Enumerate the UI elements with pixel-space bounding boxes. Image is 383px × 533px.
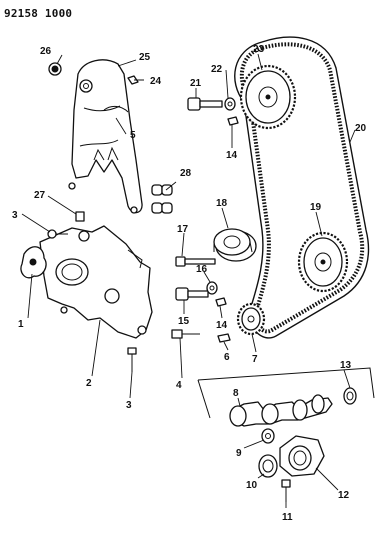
washer-22	[224, 97, 236, 111]
cam-sprocket-19	[297, 231, 349, 293]
bolt-3-lower	[127, 347, 137, 372]
crank-sprocket-7	[236, 302, 266, 336]
callout-13: 13	[340, 360, 352, 371]
callout-14-upper: 14	[226, 150, 238, 161]
callout-16: 16	[196, 264, 208, 275]
callout-labels: 26 25 24 5 27 3 1 2 3 4 28 23 22 21 14 2…	[12, 44, 367, 523]
washer-9	[261, 428, 275, 444]
intermediate-shaft-8	[229, 394, 333, 427]
lower-timing-cover	[39, 225, 153, 339]
washer-16	[206, 281, 218, 295]
callout-28: 28	[180, 168, 192, 179]
key-6	[217, 333, 231, 343]
key-14-lower	[215, 297, 227, 307]
intermediate-shaft-box	[197, 367, 375, 419]
callout-2: 2	[86, 378, 92, 389]
callout-24: 24	[150, 76, 162, 87]
callout-3-upper: 3	[12, 210, 18, 221]
callout-10: 10	[246, 480, 258, 491]
callout-27: 27	[34, 190, 46, 201]
callout-21: 21	[190, 78, 202, 89]
bolt-15	[175, 287, 209, 301]
clip-24	[127, 75, 144, 85]
callout-22: 22	[211, 64, 223, 75]
leader-lines	[21, 53, 356, 508]
callout-23: 23	[253, 44, 265, 55]
callout-19: 19	[310, 202, 322, 213]
cam-sprocket-23	[239, 64, 297, 130]
callout-25: 25	[139, 52, 151, 63]
callout-15: 15	[178, 316, 190, 327]
retainer-12	[279, 435, 325, 477]
callout-1: 1	[18, 319, 24, 330]
bolt-17	[175, 256, 216, 267]
callout-12: 12	[338, 490, 350, 501]
callout-20: 20	[355, 123, 367, 134]
crank-plate-1	[20, 246, 47, 279]
bolt-11	[281, 479, 291, 502]
callout-6: 6	[224, 352, 230, 363]
key-14-upper	[227, 116, 239, 126]
bolt-27	[75, 211, 85, 222]
bolt-21	[187, 97, 223, 111]
tensioner-18	[213, 228, 257, 262]
seal-13	[343, 387, 357, 405]
callout-14-lower: 14	[216, 320, 228, 331]
callout-17: 17	[177, 224, 189, 235]
seal-strip-5	[103, 105, 129, 113]
bolt-4	[171, 329, 200, 339]
callout-9: 9	[236, 448, 242, 459]
callout-26: 26	[40, 46, 52, 57]
diagram-id: 92158 1000	[4, 7, 73, 20]
upper-timing-cover	[68, 59, 143, 214]
callout-3-lower: 3	[126, 400, 132, 411]
callout-4: 4	[176, 380, 182, 391]
callout-11: 11	[282, 512, 293, 523]
spacers-28	[151, 184, 173, 214]
callout-18: 18	[216, 198, 228, 209]
callout-7: 7	[252, 354, 258, 365]
callout-8: 8	[233, 388, 239, 399]
cover-bolt-26	[48, 62, 62, 76]
seal-10	[258, 454, 278, 478]
callout-5: 5	[130, 130, 136, 141]
